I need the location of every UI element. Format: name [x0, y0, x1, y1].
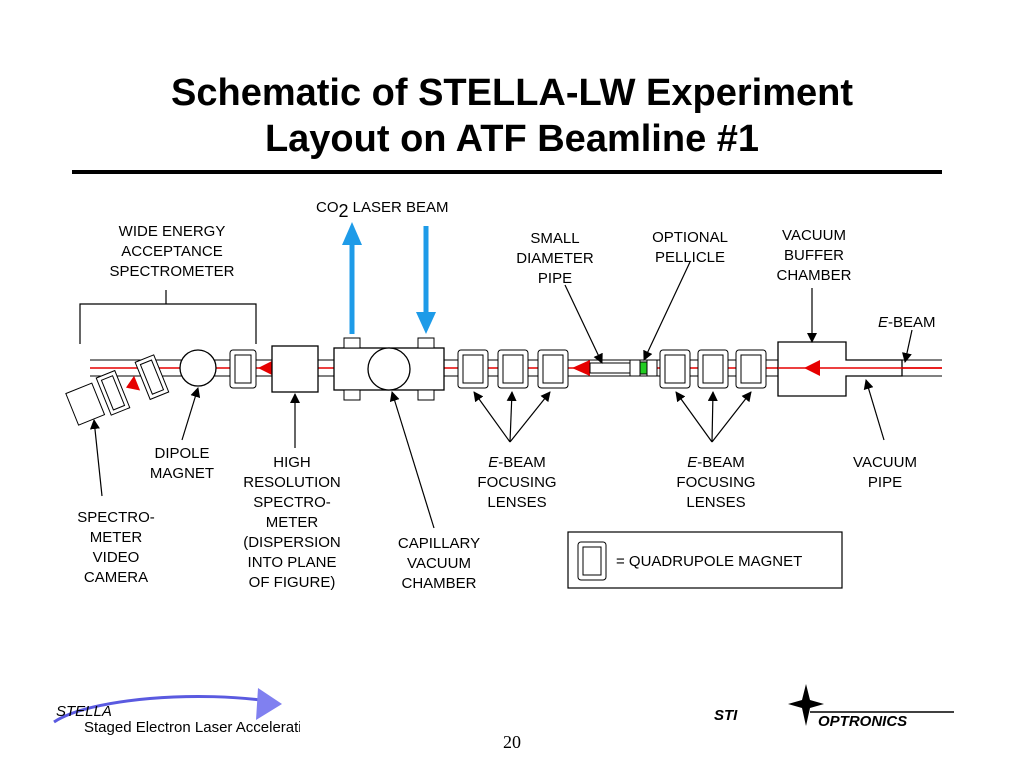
- spectrometer-bracket: [79, 290, 257, 344]
- svg-text:STELLA: STELLA: [56, 703, 112, 720]
- svg-text:SPECTRO-: SPECTRO-: [253, 494, 331, 511]
- buffer-chamber-label: VACUUM BUFFER CHAMBER: [776, 227, 851, 284]
- svg-text:CHAMBER: CHAMBER: [401, 575, 476, 592]
- svg-text:E-BEAM: E-BEAM: [488, 454, 546, 471]
- svg-text:LENSES: LENSES: [686, 494, 745, 511]
- vacuum-pipe-label: VACUUM PIPE: [853, 454, 917, 491]
- title-underline: [72, 170, 942, 174]
- focusing-lenses-left: [457, 349, 569, 389]
- svg-text:METER: METER: [266, 514, 319, 531]
- svg-text:(DISPERSION: (DISPERSION: [243, 534, 341, 551]
- svg-text:ACCEPTANCE: ACCEPTANCE: [121, 243, 222, 260]
- small-diameter-pipe: [589, 359, 658, 377]
- svg-text:RESOLUTION: RESOLUTION: [243, 474, 341, 491]
- title-line-1: Schematic of STELLA-LW Experiment: [171, 72, 853, 114]
- high-resolution-spectrometer: [271, 345, 319, 393]
- svg-text:VACUUM: VACUUM: [782, 227, 846, 244]
- small-pipe-label: SMALL DIAMETER PIPE: [516, 230, 594, 287]
- svg-text:HIGH: HIGH: [273, 454, 311, 471]
- laser-beam-label: CO2 LASER BEAM: [316, 199, 449, 221]
- beam-direction-arrow: [572, 360, 590, 376]
- svg-text:VACUUM: VACUUM: [407, 555, 471, 572]
- spectrometer-camera-assembly: [65, 354, 170, 426]
- svg-text:BUFFER: BUFFER: [784, 247, 844, 264]
- svg-text:LENSES: LENSES: [487, 494, 546, 511]
- page-number: 20: [503, 732, 521, 752]
- quadrupole-magnet: [229, 349, 257, 389]
- svg-text:METER: METER: [90, 529, 143, 546]
- svg-text:SMALL: SMALL: [530, 230, 579, 247]
- svg-text:FOCUSING: FOCUSING: [477, 474, 556, 491]
- svg-text:PELLICLE: PELLICLE: [655, 249, 725, 266]
- optional-pellicle: [639, 361, 648, 375]
- svg-text:DIAMETER: DIAMETER: [516, 250, 594, 267]
- spectrometer-label: WIDE ENERGY ACCEPTANCE SPECTROMETER: [109, 223, 234, 280]
- svg-text:OPTIONAL: OPTIONAL: [652, 229, 728, 246]
- focusing-lenses-right-label: E-BEAM FOCUSING LENSES: [676, 454, 755, 511]
- pellicle-label: OPTIONAL PELLICLE: [652, 229, 728, 266]
- dipole-label: DIPOLE MAGNET: [150, 445, 214, 482]
- svg-text:CAPILLARY: CAPILLARY: [398, 535, 480, 552]
- focusing-lenses-left-label: E-BEAM FOCUSING LENSES: [477, 454, 556, 511]
- svg-text:MAGNET: MAGNET: [150, 465, 214, 482]
- legend-text: = QUADRUPOLE MAGNET: [616, 553, 802, 570]
- callout-arrows: [89, 261, 913, 529]
- svg-text:OPTRONICS: OPTRONICS: [818, 713, 907, 730]
- svg-text:DIPOLE: DIPOLE: [154, 445, 209, 462]
- slide-title: Schematic of STELLA-LW Experiment Layout…: [0, 70, 1024, 162]
- svg-text:INTO PLANE: INTO PLANE: [248, 554, 337, 571]
- quadrupole-legend: = QUADRUPOLE MAGNET: [567, 531, 843, 589]
- svg-text:VACUUM: VACUUM: [853, 454, 917, 471]
- co2-laser-arrows: [342, 222, 436, 334]
- capillary-vacuum-chamber: [333, 337, 445, 401]
- svg-text:CHAMBER: CHAMBER: [776, 267, 851, 284]
- stella-logo: STELLA Staged Electron Laser Acceleratio…: [53, 688, 300, 736]
- svg-text:PIPE: PIPE: [538, 270, 572, 287]
- high-resolution-label: HIGH RESOLUTION SPECTRO- METER (DISPERSI…: [243, 454, 341, 591]
- svg-text:PIPE: PIPE: [868, 474, 902, 491]
- beam-direction-arrow: [258, 361, 272, 375]
- svg-text:VIDEO: VIDEO: [93, 549, 140, 566]
- svg-text:CAMERA: CAMERA: [84, 569, 148, 586]
- vacuum-buffer-chamber: [777, 341, 942, 397]
- svg-text:E-BEAM: E-BEAM: [687, 454, 745, 471]
- svg-text:SPECTROMETER: SPECTROMETER: [109, 263, 234, 280]
- svg-text:FOCUSING: FOCUSING: [676, 474, 755, 491]
- svg-text:Staged Electron Laser Accelera: Staged Electron Laser Acceleration: [84, 719, 300, 736]
- title-line-2: Layout on ATF Beamline #1: [264, 118, 760, 160]
- svg-text:OF FIGURE): OF FIGURE): [249, 574, 336, 591]
- camera-label: SPECTRO- METER VIDEO CAMERA: [77, 509, 155, 586]
- svg-text:STI: STI: [714, 707, 738, 724]
- sti-optronics-logo: STI OPTRONICS: [714, 684, 954, 730]
- dipole-magnet: [179, 349, 217, 387]
- ebeam-label: E-BEAM: [878, 314, 936, 331]
- focusing-lenses-right: [659, 349, 767, 389]
- svg-text:WIDE ENERGY: WIDE ENERGY: [119, 223, 226, 240]
- svg-text:SPECTRO-: SPECTRO-: [77, 509, 155, 526]
- capillary-label: CAPILLARY VACUUM CHAMBER: [398, 535, 480, 592]
